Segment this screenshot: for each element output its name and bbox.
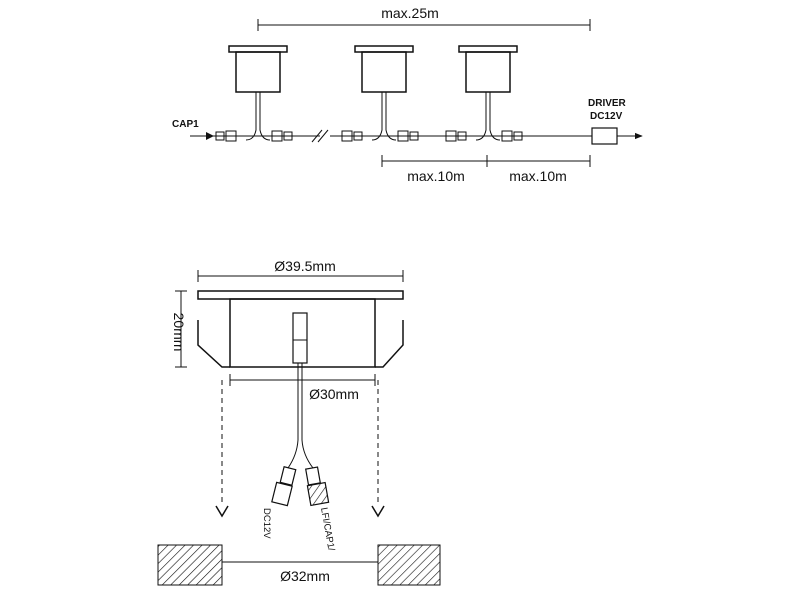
cable-run — [190, 129, 643, 143]
connector-right-label: LFI/CAP1/ — [318, 507, 337, 552]
fixture-cross-section — [197, 290, 404, 368]
height-dimension — [175, 290, 187, 368]
hole-diameter-label: Ø32mm — [280, 568, 330, 584]
input-label: CAP1 — [172, 119, 199, 130]
outer-diameter-dimension — [197, 270, 404, 282]
connector-left-label: DC12V — [261, 508, 272, 539]
driver-label-line1: DRIVER — [588, 98, 627, 109]
driver-label-line2: DC12V — [590, 111, 623, 122]
max-segment-1-label: max.10m — [407, 168, 465, 184]
install-arrows — [215, 380, 385, 518]
max-segment-dimensions — [381, 155, 591, 167]
outer-diameter-label: Ø39.5mm — [274, 258, 335, 274]
driver-box — [591, 127, 618, 145]
light-fixture-3 — [458, 45, 518, 141]
body-diameter-label: Ø30mm — [309, 386, 359, 402]
max-total-label: max.25m — [381, 5, 439, 21]
mounting-surface — [157, 544, 441, 586]
cable-connectors — [215, 130, 523, 142]
max-total-dimension: max.25m — [257, 5, 591, 31]
light-fixture-1 — [228, 45, 288, 141]
cable-pigtails — [271, 363, 330, 507]
light-fixture-2 — [354, 45, 414, 141]
max-segment-2-label: max.10m — [509, 168, 567, 184]
height-label: 20mm — [171, 313, 187, 352]
